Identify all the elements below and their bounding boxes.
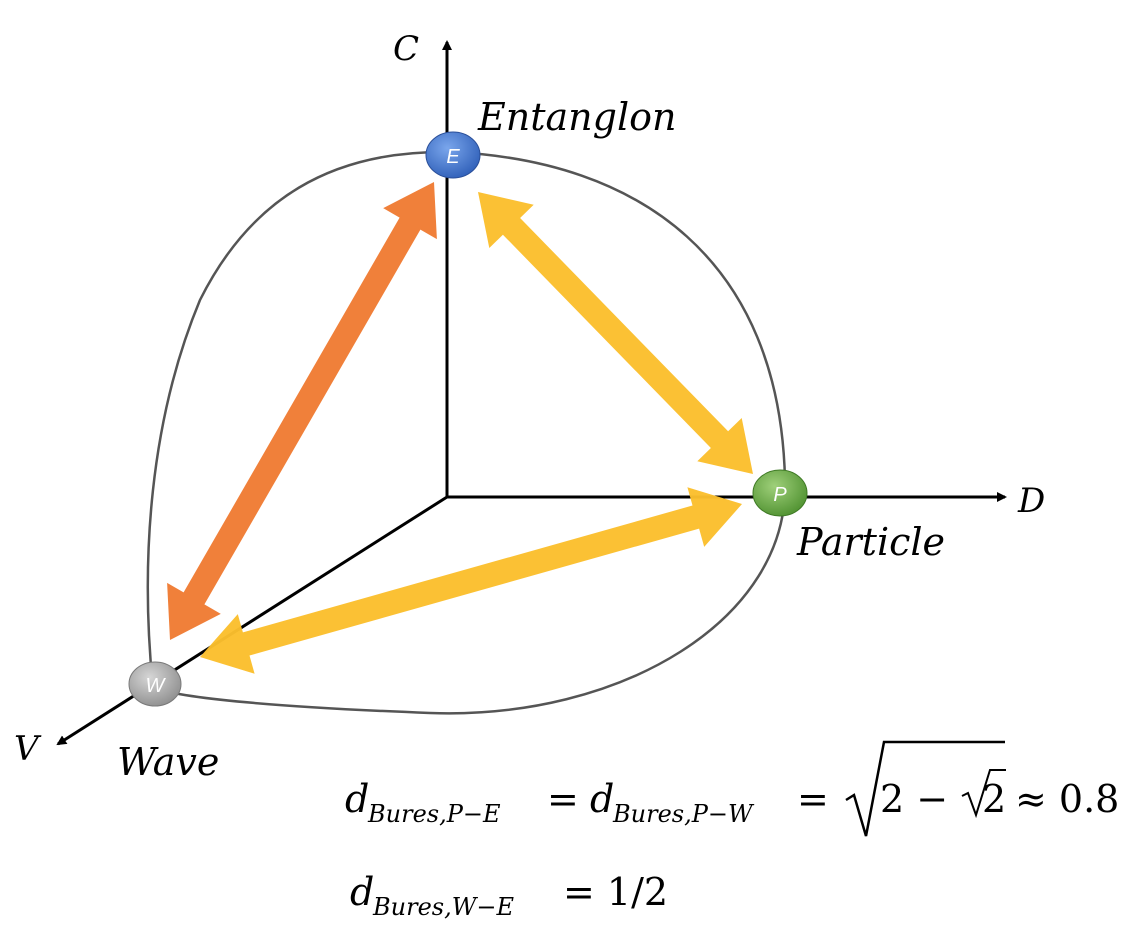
wave-entanglon-arrow	[167, 182, 437, 640]
v-axis-label: V	[14, 729, 42, 769]
outer-radical-sign	[845, 740, 1005, 837]
wave-node: W	[128, 661, 182, 707]
state-boundary-curve	[146, 150, 787, 715]
equation-line-1: d Bures,P−E = d Bures,P−W = 2 − 2 ≈ 0.8	[345, 740, 1119, 837]
inner-radical-sign	[961, 769, 1006, 819]
particle-node: P	[752, 469, 808, 517]
d-axis-label: D	[1017, 481, 1045, 521]
inner-radicand: 2	[982, 777, 1006, 821]
eq1-equals-2: =	[797, 777, 829, 821]
eq1-sub1: Bures,P−E	[367, 800, 501, 828]
particle-wave-arrow	[200, 487, 742, 674]
eq1-d1: d	[345, 777, 369, 821]
particle-letter: P	[773, 484, 787, 506]
eq2-d: d	[350, 870, 374, 914]
c-axis-label: C	[393, 29, 419, 69]
entanglon-particle-arrow	[478, 192, 753, 474]
wave-letter: W	[146, 675, 167, 697]
entanglon-node: E	[425, 131, 481, 179]
eq1-equals-1: =	[547, 777, 579, 821]
equation-line-2: d Bures,W−E = 1/2	[350, 870, 668, 921]
eq1-sub2: Bures,P−W	[612, 800, 755, 828]
eq2-sub: Bures,W−E	[372, 893, 514, 921]
wave-label: Wave	[117, 740, 219, 784]
particle-label: Particle	[796, 520, 945, 564]
radicand-term: 2 −	[880, 777, 948, 821]
approx-value: ≈ 0.8	[1015, 777, 1119, 821]
v-axis	[56, 495, 448, 746]
entanglon-label: Entanglon	[477, 95, 676, 139]
eq1-d2: d	[590, 777, 614, 821]
eq2-rhs: = 1/2	[563, 870, 668, 914]
entanglon-letter: E	[446, 146, 460, 168]
